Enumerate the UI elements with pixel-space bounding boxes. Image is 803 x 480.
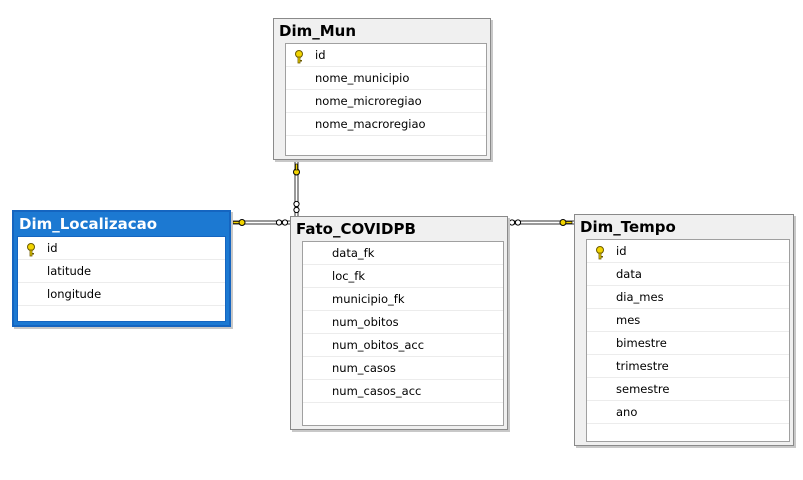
column-name: ano (616, 405, 638, 419)
column-name: semestre (616, 382, 670, 396)
column-row-id[interactable]: id (18, 237, 225, 260)
primary-key-icon (595, 245, 605, 260)
column-row[interactable]: nome_municipio (286, 67, 486, 90)
column-list: id latitude longitude (17, 236, 226, 322)
column-name: nome_macroregiao (315, 117, 426, 131)
infinity-end-icon (293, 200, 300, 214)
relationship-fato-dim-tempo[interactable] (507, 219, 574, 226)
column-name: id (315, 48, 326, 62)
column-name: id (616, 244, 627, 258)
column-row[interactable]: semestre (587, 378, 789, 401)
column-name: municipio_fk (332, 292, 405, 306)
table-title[interactable]: Fato_COVIDPB (296, 220, 416, 238)
column-name: num_casos (332, 361, 396, 375)
column-row[interactable]: ano (587, 401, 789, 424)
column-name: data (616, 267, 642, 281)
table-fato-covidpb[interactable]: Fato_COVIDPB data_fk loc_fk municipio_fk… (290, 216, 508, 430)
column-name: num_casos_acc (332, 384, 422, 398)
column-row[interactable]: nome_macroregiao (286, 113, 486, 136)
column-name: id (47, 241, 58, 255)
primary-key-icon (26, 242, 36, 257)
infinity-end-icon (275, 219, 289, 226)
primary-key-icon (294, 49, 304, 64)
column-row[interactable]: bimestre (587, 332, 789, 355)
table-dim-tempo[interactable]: Dim_Tempo id data dia_mes mes bimestre t… (574, 214, 794, 446)
column-list: data_fk loc_fk municipio_fk num_obitos n… (302, 241, 504, 426)
column-name: num_obitos_acc (332, 338, 425, 352)
column-row[interactable]: data_fk (303, 242, 503, 265)
infinity-end-icon (508, 219, 522, 226)
column-row[interactable]: municipio_fk (303, 288, 503, 311)
column-row[interactable]: num_casos (303, 357, 503, 380)
column-row-id[interactable]: id (587, 240, 789, 263)
column-name: num_obitos (332, 315, 399, 329)
column-name: longitude (47, 287, 102, 301)
column-name: nome_microregiao (315, 94, 422, 108)
column-row[interactable]: latitude (18, 260, 225, 283)
column-row[interactable]: data (587, 263, 789, 286)
key-end-icon (559, 219, 573, 226)
column-row[interactable]: trimestre (587, 355, 789, 378)
column-name: nome_municipio (315, 71, 410, 85)
column-row[interactable]: num_obitos_acc (303, 334, 503, 357)
column-row[interactable]: nome_microregiao (286, 90, 486, 113)
relationship-fato-dim-localizacao[interactable] (231, 219, 290, 226)
table-dim-mun[interactable]: Dim_Mun id nome_municipio nome_microregi… (273, 18, 491, 160)
column-name: mes (616, 313, 641, 327)
column-row[interactable]: dia_mes (587, 286, 789, 309)
relationship-fato-dim-mun[interactable] (293, 160, 300, 216)
column-row[interactable]: loc_fk (303, 265, 503, 288)
column-name: trimestre (616, 359, 669, 373)
column-name: latitude (47, 264, 92, 278)
key-end-icon (293, 163, 300, 176)
table-dim-localizacao[interactable]: Dim_Localizacao id latitude longitude (12, 210, 231, 327)
key-end-icon (232, 219, 246, 226)
column-name: data_fk (332, 246, 375, 260)
table-title[interactable]: Dim_Localizacao (19, 215, 158, 233)
column-list: id data dia_mes mes bimestre trimestre s… (586, 239, 790, 442)
column-list: id nome_municipio nome_microregiao nome_… (285, 43, 487, 156)
column-name: bimestre (616, 336, 667, 350)
column-row[interactable]: num_obitos (303, 311, 503, 334)
column-row[interactable]: mes (587, 309, 789, 332)
column-row[interactable]: num_casos_acc (303, 380, 503, 403)
column-name: loc_fk (332, 269, 366, 283)
table-title[interactable]: Dim_Tempo (580, 218, 676, 236)
column-row[interactable]: longitude (18, 283, 225, 306)
column-row-id[interactable]: id (286, 44, 486, 67)
table-title[interactable]: Dim_Mun (279, 22, 357, 40)
column-name: dia_mes (616, 290, 664, 304)
